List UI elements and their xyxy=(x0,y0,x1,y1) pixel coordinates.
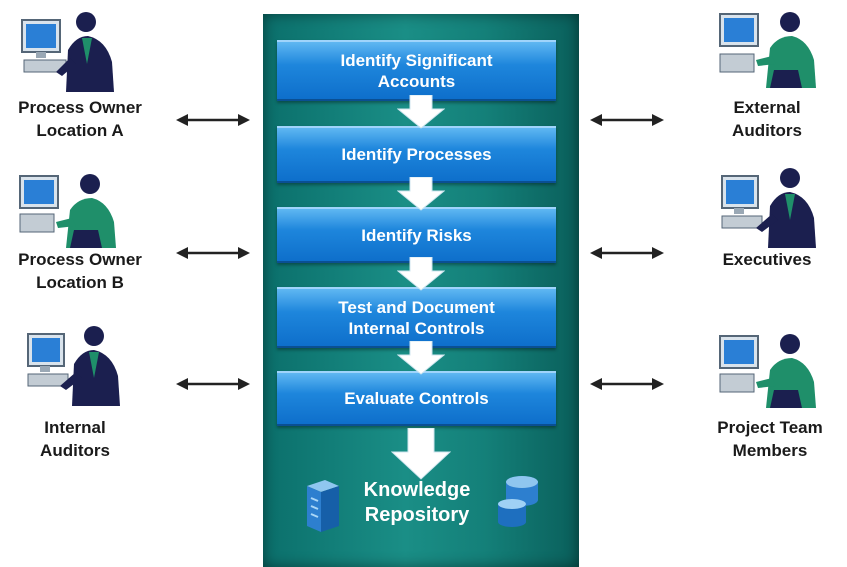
actor-internal-auditors: Internal Auditors xyxy=(0,416,150,462)
actor-label-line: Process Owner xyxy=(18,250,142,269)
down-arrow-icon xyxy=(391,428,451,480)
down-arrow-icon xyxy=(397,95,445,129)
actor-label-line: Executives xyxy=(722,250,812,269)
actor-label-line: Auditors xyxy=(732,121,802,140)
down-arrow-icon xyxy=(397,257,445,291)
actor-label-line: Auditors xyxy=(40,441,110,460)
double-arrow-icon xyxy=(590,378,664,390)
step-label-line: Internal Controls xyxy=(348,318,485,338)
step-identify-processes: Identify Processes xyxy=(277,126,556,183)
actor-external-auditors: External Auditors xyxy=(692,96,842,142)
step-label-line: Accounts xyxy=(377,71,456,91)
step-label-line: Evaluate Controls xyxy=(344,389,489,408)
down-arrow-icon xyxy=(397,341,445,375)
step-identify-significant-accounts: Identify Significant Accounts xyxy=(277,40,556,101)
actor-label-line: Location A xyxy=(36,121,124,140)
repository-label-line: Repository xyxy=(364,504,470,526)
actor-process-owner-a: Process Owner Location A xyxy=(0,96,160,142)
step-test-and-document-controls: Test and Document Internal Controls xyxy=(277,287,556,348)
person-at-computer-icon xyxy=(21,12,114,92)
double-arrow-icon xyxy=(590,114,664,126)
actor-label-line: Location B xyxy=(36,273,124,292)
actor-label-line: Internal xyxy=(44,418,106,437)
double-arrow-icon xyxy=(176,378,250,390)
actor-label-line: Members xyxy=(732,441,808,460)
double-arrow-icon xyxy=(176,247,250,259)
person-at-computer-icon xyxy=(719,12,816,88)
server-icon xyxy=(307,480,339,532)
person-at-computer-icon xyxy=(19,174,116,248)
step-label-line: Identify Significant xyxy=(340,50,493,70)
actor-executives: Executives xyxy=(692,248,842,271)
step-identify-risks: Identify Risks xyxy=(277,207,556,263)
step-evaluate-controls: Evaluate Controls xyxy=(277,371,556,426)
repository-label-line: Knowledge xyxy=(363,479,471,501)
step-label-line: Test and Document xyxy=(338,297,495,317)
step-label-line: Identify Processes xyxy=(341,145,492,164)
database-icon xyxy=(498,476,538,527)
double-arrow-icon xyxy=(176,114,250,126)
person-at-computer-icon xyxy=(719,334,816,408)
knowledge-repository-label: Knowledge Repository xyxy=(352,478,482,528)
double-arrow-icon xyxy=(590,247,664,259)
person-at-computer-icon xyxy=(27,326,120,406)
actor-process-owner-b: Process Owner Location B xyxy=(0,248,160,294)
down-arrow-icon xyxy=(397,177,445,211)
actor-label-line: Project Team xyxy=(717,418,823,437)
actor-project-team-members: Project Team Members xyxy=(694,416,846,462)
actor-label-line: Process Owner xyxy=(18,98,142,117)
step-label-line: Identify Risks xyxy=(361,225,472,245)
actor-label-line: External xyxy=(733,98,801,117)
person-at-computer-icon xyxy=(721,168,816,248)
